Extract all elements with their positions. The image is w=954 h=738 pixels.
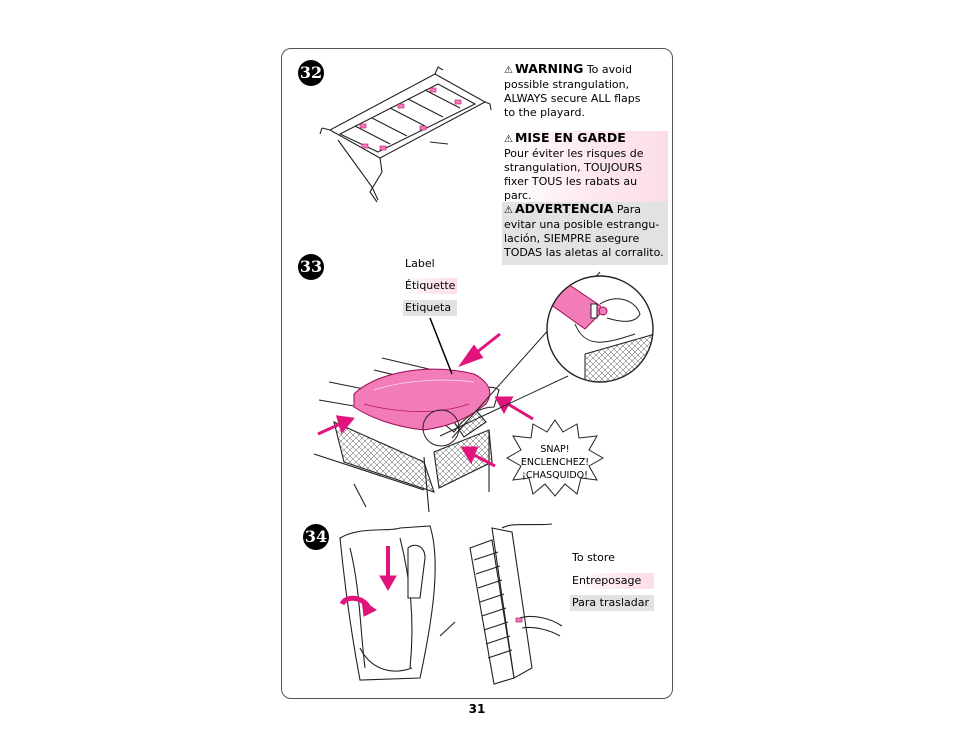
warning-line: Pour éviter les risques de: [504, 147, 644, 160]
warning-line: to the playard.: [504, 106, 585, 119]
zoom-detail-circle: [546, 275, 654, 383]
warning-line: ALWAYS secure ALL flaps: [504, 92, 641, 105]
warning-heading: ADVERTENCIA: [514, 201, 614, 216]
snap-text: ENCLENCHEZ!: [520, 457, 590, 468]
zoom-connector-line: [439, 375, 569, 437]
step32-illustration: [319, 66, 492, 203]
step-number-32: 32: [298, 60, 324, 86]
warning-triangle-icon: ⚠: [504, 134, 513, 145]
warning-heading: WARNING: [514, 61, 584, 76]
label-callout-french: Étiquette: [403, 278, 457, 294]
warning-inline-text: Para: [616, 203, 641, 216]
arrow-into-corner: [473, 453, 496, 468]
warning-line: lación, SIEMPRE asegure: [504, 232, 640, 245]
page-number: 31: [468, 702, 486, 716]
warning-line: possible strangulation,: [504, 78, 630, 91]
step33-illustration: [313, 357, 500, 513]
warning-english: ⚠WARNING To avoid possible strangulation…: [504, 62, 664, 120]
warning-inline-text: To avoid: [586, 63, 632, 76]
warning-line: strangulation, TOUJOURS: [504, 161, 643, 174]
label-leader-line: [429, 317, 453, 375]
warning-triangle-icon: ⚠: [504, 65, 513, 76]
store-callout-french: Entreposage: [570, 573, 654, 589]
warning-heading: MISE EN GARDE: [514, 130, 626, 145]
step-number-33: 33: [298, 254, 324, 280]
warning-spanish: ⚠ADVERTENCIA Para evitar una posible est…: [502, 202, 668, 265]
warning-french: ⚠MISE EN GARDE Pour éviter les risques d…: [502, 131, 668, 209]
label-callout-english: Label: [405, 257, 435, 270]
step-number-34: 34: [303, 524, 329, 550]
label-callout-spanish: Etiqueta: [403, 300, 457, 316]
warning-triangle-icon: ⚠: [504, 205, 513, 216]
arrow-up-left: [507, 402, 534, 421]
snap-burst-shape: [505, 419, 605, 497]
snap-burst: SNAP! ENCLENCHEZ! ¡CHASQUIDO!: [505, 443, 605, 482]
store-callout-spanish: Para trasladar: [570, 595, 654, 611]
warning-line: TODAS las aletas al corralito.: [504, 246, 664, 259]
warning-line: fixer TOUS les rabats au parc.: [504, 175, 638, 202]
warning-line: evitar una posible estrangu-: [504, 218, 660, 231]
snap-text: SNAP!: [540, 444, 570, 455]
arrow-right: [317, 422, 341, 436]
store-callout-english: To store: [572, 551, 615, 564]
step34-left-illustration: [339, 525, 456, 681]
snap-text: ¡CHASQUIDO!: [522, 470, 588, 481]
step34-right-illustration: [469, 523, 563, 685]
